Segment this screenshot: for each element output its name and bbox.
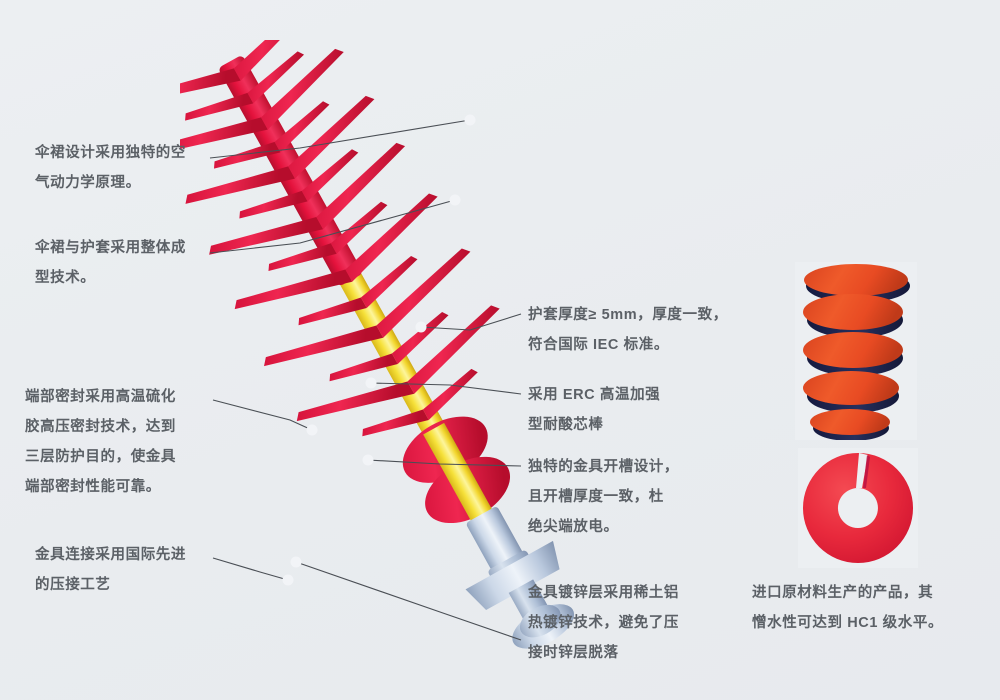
callout-galvanized-layer: 金具镀锌层采用稀土铝 热镀锌技术，避免了压 接时锌层脱落: [528, 585, 679, 661]
shed-group: [180, 40, 500, 437]
end-seal-collar: [402, 416, 511, 524]
hydrophobic-shed-photo: [795, 262, 917, 440]
core-rod: [336, 265, 491, 519]
callout-shed-housing-integral: 伞裙与护套采用整体成 型技术。: [35, 240, 186, 286]
callout-crimp-connection: 金具连接采用国际先进 的压接工艺: [35, 547, 186, 593]
callout-fitting-groove: 独特的金具开槽设计， 且开槽厚度一致，杜 绝尖端放电。: [528, 459, 679, 535]
callout-erc-core-rod: 采用 ERC 高温加强 型耐酸芯棒: [528, 387, 661, 433]
callout-end-seal: 端部密封采用高温硫化 胶高压密封技术，达到 三层防护目的，使金具 端部密封性能可…: [25, 389, 176, 495]
hydrophobicity-caption: 进口原材料生产的产品，其 憎水性可达到 HC1 级水平。: [752, 585, 944, 631]
callout-housing-thickness: 护套厚度≥ 5mm，厚度一致， 符合国际 IEC 标准。: [528, 307, 728, 353]
housing-sleeve: [219, 56, 362, 286]
slotted-washer-photo: [798, 448, 918, 568]
callout-shed-aerodynamics: 伞裙设计采用独特的空 气动力学原理。: [35, 145, 186, 191]
